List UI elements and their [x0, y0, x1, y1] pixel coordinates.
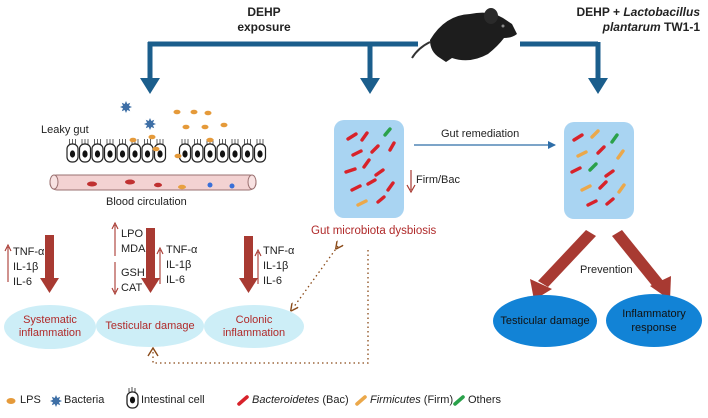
bacteroidetes-legend-icon: [237, 395, 249, 406]
dysbiosis-box: [334, 120, 404, 218]
cell-nucleus: [182, 150, 188, 158]
blood-circulation-label: Blood circulation: [106, 196, 187, 208]
legend-bacteria-label: Bacteria: [64, 394, 105, 406]
bacterium-rod: [596, 145, 606, 155]
legend-icons: [6, 387, 465, 409]
colonic-arrow: [239, 236, 258, 293]
bacterium-rod: [383, 127, 392, 137]
mouse-icon: [411, 8, 517, 62]
cell-nucleus: [144, 150, 151, 158]
leaky-gut-label: Leaky gut: [41, 124, 89, 136]
remediation-box: [564, 122, 634, 219]
blood-vessel: [49, 174, 257, 191]
prevented-testicular-damage-oval: Testicular damage: [493, 295, 597, 347]
bacteria-legend-icon: [50, 395, 62, 407]
systemic-arrow: [40, 235, 59, 293]
cell-nucleus: [194, 150, 201, 158]
cell-nucleus: [94, 150, 101, 158]
bacterium-rod: [605, 197, 615, 206]
dehp-exposure-label: DEHP exposure: [237, 5, 291, 34]
remediation-bacteria: [570, 129, 626, 207]
bacterium-rod: [362, 158, 371, 169]
bacterium-rod: [370, 144, 380, 154]
trend-arrows: [4, 221, 262, 296]
cell-nucleus: [132, 150, 138, 158]
prevention-label: Prevention: [580, 264, 633, 276]
bacterium-icon: [144, 118, 156, 130]
bacterium-rod: [610, 133, 619, 144]
cell-nucleus: [119, 150, 126, 158]
legend-intestinal-cell-label: Intestinal cell: [141, 394, 205, 406]
colonic-marker-list: TNF-α IL-1β IL-6: [263, 245, 295, 287]
bacterium-rod: [350, 184, 362, 192]
bacterium-rod: [617, 183, 626, 194]
cell-nucleus: [82, 150, 88, 158]
legend-firmicutes-label: Firmicutes (Firm): [370, 394, 454, 406]
bacterium-rod: [572, 133, 584, 142]
bacterium-rod: [386, 181, 395, 192]
others-legend-icon: [453, 395, 465, 406]
dotted-feedback-arrows: [147, 246, 369, 364]
legend-lps-label: LPS: [20, 394, 41, 406]
testicular-cytokine-list: TNF-α IL-1β IL-6: [166, 244, 198, 286]
bacterium-rod: [580, 184, 592, 192]
intestinal-epithelium: [66, 139, 267, 163]
firm-bac-label: Firm/Bac: [416, 174, 460, 186]
antioxidant-down-markers: GSH CAT: [121, 267, 145, 294]
dysbiosis-label: Gut microbiota dysbiosis: [311, 225, 437, 237]
bacterium-rod: [588, 162, 598, 172]
bacteria-particles: [120, 101, 156, 130]
bacterium-rod: [388, 141, 396, 152]
bacterium-rod: [374, 168, 385, 177]
firmicutes-legend-icon: [355, 395, 367, 406]
cell-nucleus: [232, 150, 238, 158]
bacterium-rod: [604, 169, 615, 178]
bacterium-rod: [351, 149, 363, 157]
bacterium-rod: [376, 195, 386, 204]
bacterium-rod: [366, 178, 377, 186]
bacterium-rod: [576, 150, 588, 158]
legend-others-label: Others: [468, 394, 502, 406]
bacterium-icon: [120, 101, 132, 113]
exposure-branch-arrows: [140, 41, 608, 94]
lps-particles: [129, 109, 228, 159]
bacterium-rod: [356, 199, 368, 207]
dysbiosis-bacteria: [344, 127, 396, 207]
bacterium-rod: [570, 166, 582, 174]
cell-nucleus: [107, 150, 113, 158]
bacterium-rod: [590, 129, 600, 139]
cell-nucleus: [257, 150, 263, 158]
bacterium-rod: [586, 199, 598, 207]
prevention-arrows: [530, 230, 671, 300]
bacterium-rod: [598, 180, 608, 190]
bacterium-icon: [50, 395, 62, 407]
systemic-marker-list: TNF-α IL-1β IL-6: [13, 246, 45, 288]
bacterium-rod: [346, 132, 358, 141]
oxidative-up-markers: LPO MDA: [121, 228, 146, 255]
lps-legend-icon: [6, 398, 16, 404]
gut-remediation-label: Gut remediation: [441, 128, 520, 140]
cell-nucleus: [207, 150, 213, 158]
legend-bacteroidetes-label: Bacteroidetes (Bac): [252, 394, 349, 406]
firm-bac-down-arrow: [406, 170, 416, 194]
cell-nucleus: [219, 150, 226, 158]
bacterium-rod: [616, 149, 625, 160]
cell-nucleus: [244, 150, 251, 158]
dehp-lactobacillus-label: DEHP + Lactobacillus plantarum TW1-1: [576, 5, 701, 34]
testicular-damage-oval: Testicular damage: [96, 305, 204, 347]
bacterium-rod: [360, 131, 369, 142]
testicular-arrow: [141, 228, 160, 293]
cell-nucleus: [157, 150, 163, 158]
bacterium-rod: [344, 167, 357, 174]
cell-nucleus: [69, 150, 76, 158]
